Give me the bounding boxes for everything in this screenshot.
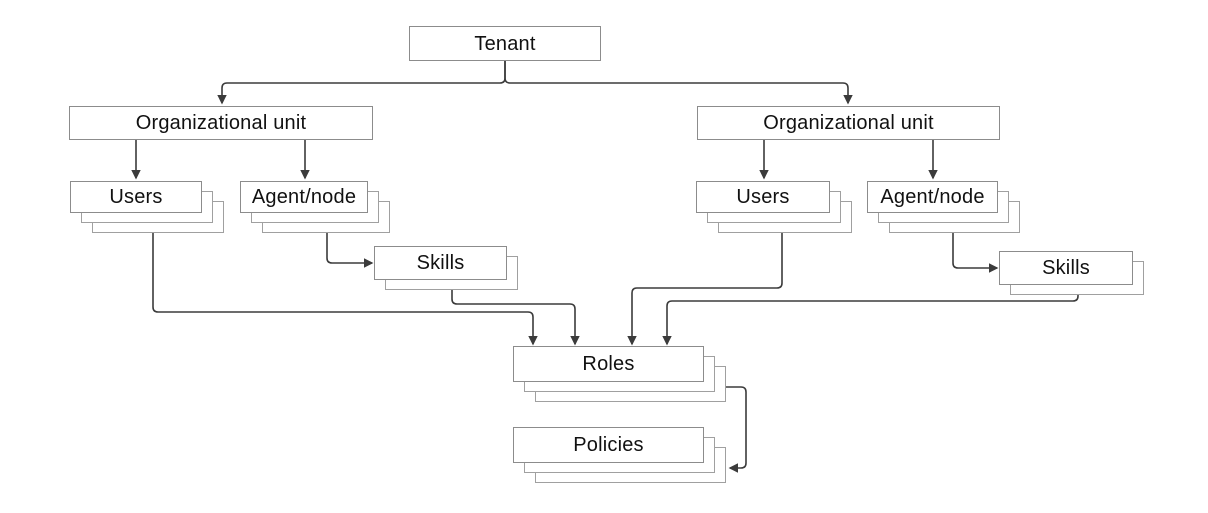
connector-tenant-to-ou-right <box>504 61 853 105</box>
node-organizational-unit-right: Organizational unit <box>697 106 1000 140</box>
node-users-left-label: Users <box>70 181 202 213</box>
connector-skills-left-to-roles <box>451 290 580 346</box>
connector-tenant-to-ou-left <box>217 61 506 105</box>
node-roles-label: Roles <box>513 346 704 382</box>
node-skills-right-label: Skills <box>999 251 1133 285</box>
node-agent-node-left: Agent/node <box>240 181 390 233</box>
node-skills-right: Skills <box>999 251 1144 295</box>
node-tenant-label: Tenant <box>409 26 601 61</box>
node-roles: Roles <box>513 346 726 402</box>
node-skills-left-label: Skills <box>374 246 507 280</box>
connector-agent-right-to-skills-right <box>952 233 999 273</box>
connector-users-right-to-roles <box>627 233 783 346</box>
node-organizational-unit-left-label: Organizational unit <box>69 106 373 140</box>
node-policies: Policies <box>513 427 726 483</box>
node-users-right-label: Users <box>696 181 830 213</box>
node-skills-left: Skills <box>374 246 518 290</box>
node-organizational-unit-right-label: Organizational unit <box>697 106 1000 140</box>
node-policies-label: Policies <box>513 427 704 463</box>
node-tenant: Tenant <box>409 26 601 61</box>
connector-agent-left-to-skills-left <box>326 233 374 268</box>
node-organizational-unit-left: Organizational unit <box>69 106 373 140</box>
connector-users-left-to-roles <box>152 233 538 346</box>
node-users-left: Users <box>70 181 224 233</box>
node-agent-node-left-label: Agent/node <box>240 181 368 213</box>
node-users-right: Users <box>696 181 852 233</box>
node-agent-node-right-label: Agent/node <box>867 181 998 213</box>
connector-skills-right-to-roles <box>662 295 1079 346</box>
node-agent-node-right: Agent/node <box>867 181 1020 233</box>
connector-roles-to-policies <box>726 386 747 473</box>
